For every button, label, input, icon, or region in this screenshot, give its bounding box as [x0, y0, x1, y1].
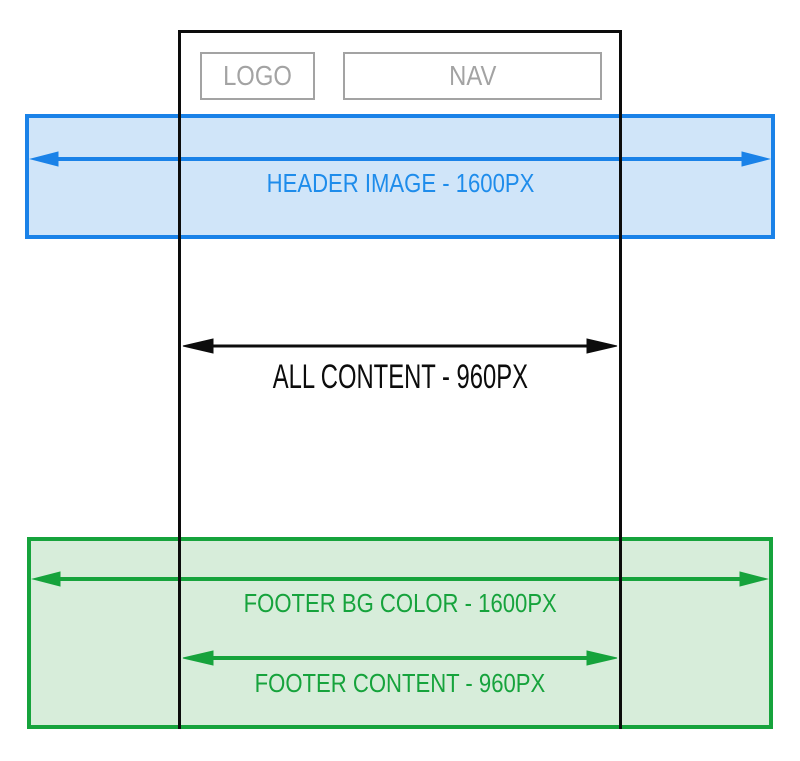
footer-bg-label: FOOTER BG COLOR - 1600PX	[243, 588, 557, 618]
footer-content-label: FOOTER CONTENT - 960PX	[254, 668, 546, 698]
header-image-label: HEADER IMAGE - 1600PX	[266, 168, 534, 198]
logo-box: LOGO	[200, 52, 315, 100]
footer-content-width-arrow-icon	[182, 650, 618, 666]
nav-box: NAV	[343, 52, 602, 100]
content-width-arrow-icon	[182, 338, 618, 354]
nav-label: NAV	[448, 60, 497, 91]
header-width-arrow-icon	[29, 151, 771, 167]
footer-bg-band	[27, 537, 773, 729]
footer-bg-width-arrow-icon	[31, 571, 769, 587]
header-image-band	[25, 114, 775, 239]
logo-label: LOGO	[223, 60, 292, 91]
all-content-label: ALL CONTENT - 960PX	[272, 358, 528, 396]
